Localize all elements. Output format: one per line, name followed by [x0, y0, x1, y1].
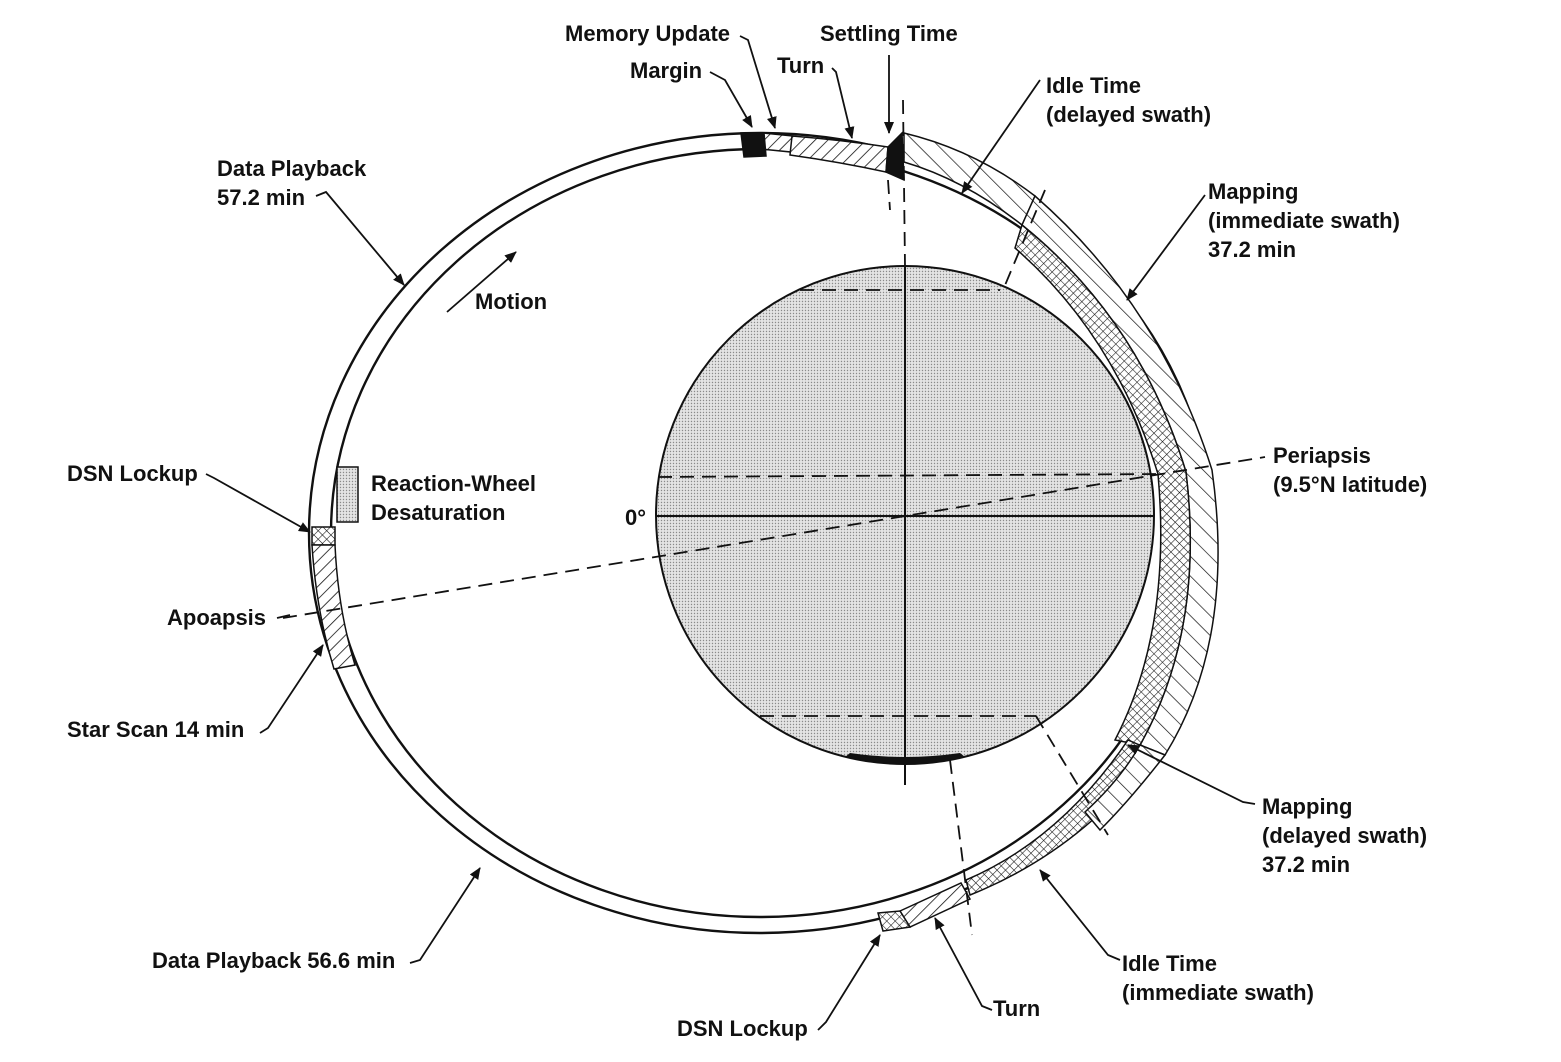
apsides-line [282, 456, 1266, 619]
data-playback-bottom-label: Data Playback 56.6 min [152, 948, 396, 973]
star-scan-label: Star Scan 14 min [67, 717, 245, 742]
idle-immediate-line1: Idle Time [1122, 951, 1217, 976]
label-ticks [276, 614, 291, 619]
dsn-lockup-left-segment [311, 526, 336, 546]
data-playback-top-line1: Data Playback [217, 156, 367, 181]
motion-label: Motion [475, 289, 548, 314]
turn-top-segment [789, 135, 889, 173]
mapping-end-line [1035, 715, 1109, 836]
periapsis-line2: (9.5°N latitude) [1273, 472, 1428, 497]
reaction-wheel-line1: Reaction-Wheel [371, 471, 537, 496]
top-vertical-line [902, 99, 906, 267]
reaction-wheel-line2: Desaturation [371, 500, 506, 525]
orbit-segments [311, 131, 1219, 932]
settling-time-segment [885, 131, 905, 182]
dsn-lockup-left-arrow [205, 473, 311, 533]
top-vertical-line-2 [887, 179, 891, 211]
memory-update-label: Memory Update [565, 21, 731, 46]
idle-delayed-label-line2: (delayed swath) [1046, 102, 1212, 127]
dsn-lockup-bottom-arrow [817, 934, 881, 1031]
margin-segment [740, 132, 767, 158]
mapping-delayed-segment [965, 739, 1157, 897]
settling-time-label: Settling Time [820, 21, 958, 46]
margin-label: Margin [630, 58, 703, 83]
mid-latitude-line [657, 473, 1161, 478]
idle-immediate-label: Idle Time (immediate swath) [1122, 949, 1314, 1007]
periapsis-line1: Periapsis [1273, 443, 1371, 468]
planet [655, 265, 1161, 785]
mapping-immediate-line1: Mapping [1208, 179, 1299, 204]
idle-immediate-segment [1083, 744, 1167, 832]
mapping-delayed-line1: Mapping [1262, 794, 1353, 819]
dsn-lockup-bottom-label: DSN Lockup [677, 1016, 808, 1041]
data-playback-top-arrow [315, 190, 405, 286]
bottom-vertical-line [949, 759, 973, 936]
idle-delayed-label: Idle Time (delayed swath) [1046, 71, 1211, 129]
mapping-immediate-arrow [1126, 194, 1206, 301]
data-playback-top-label: Data Playback 57.2 min [217, 154, 366, 212]
motion-arrow [446, 251, 517, 313]
turn-bottom-arrow [934, 917, 993, 1011]
mapping-delayed-arrow [1127, 744, 1256, 805]
mapping-immediate-line2: (immediate swath) [1208, 208, 1400, 233]
idle-immediate-line2: (immediate swath) [1122, 980, 1314, 1005]
leader-arrows [205, 35, 1256, 1031]
apoapsis-label: Apoapsis [167, 605, 267, 630]
latitude-lines [657, 289, 1161, 717]
reaction-wheel-box [336, 466, 359, 523]
data-playback-bottom-arrow [409, 867, 481, 964]
reaction-wheel-label: Reaction-Wheel Desaturation [371, 469, 536, 527]
idle-delayed-label-line1: Idle Time [1046, 73, 1141, 98]
mapping-start-line [1002, 189, 1046, 291]
turn-top-label: Turn [777, 53, 825, 78]
zero-degree-label: 0° [625, 505, 647, 530]
turn-bottom-label: Turn [993, 996, 1041, 1021]
dsn-lockup-left-label: DSN Lockup [67, 461, 198, 486]
reference-lines [282, 99, 1266, 936]
idle-delayed-arrow [961, 79, 1041, 194]
mapping-delayed-line3: 37.2 min [1262, 852, 1351, 877]
star-scan-segment [311, 544, 356, 670]
apoapsis-tick [276, 614, 291, 619]
data-playback-top-line2: 57.2 min [217, 185, 306, 210]
star-scan-arrow [259, 644, 324, 734]
memory-update-arrow [739, 35, 777, 129]
turn-bottom-segment [898, 882, 972, 928]
dsn-lockup-bottom-segment [877, 910, 912, 932]
margin-arrow [709, 71, 753, 128]
turn-top-arrow [831, 67, 855, 139]
mapping-delayed-line2: (delayed swath) [1262, 823, 1428, 848]
mapping-delayed-label: Mapping (delayed swath) 37.2 min [1262, 792, 1427, 879]
periapsis-label: Periapsis (9.5°N latitude) [1273, 441, 1427, 499]
mapping-immediate-line3: 37.2 min [1208, 237, 1297, 262]
idle-immediate-arrow [1039, 869, 1121, 961]
mapping-immediate-label: Mapping (immediate swath) 37.2 min [1208, 177, 1400, 264]
